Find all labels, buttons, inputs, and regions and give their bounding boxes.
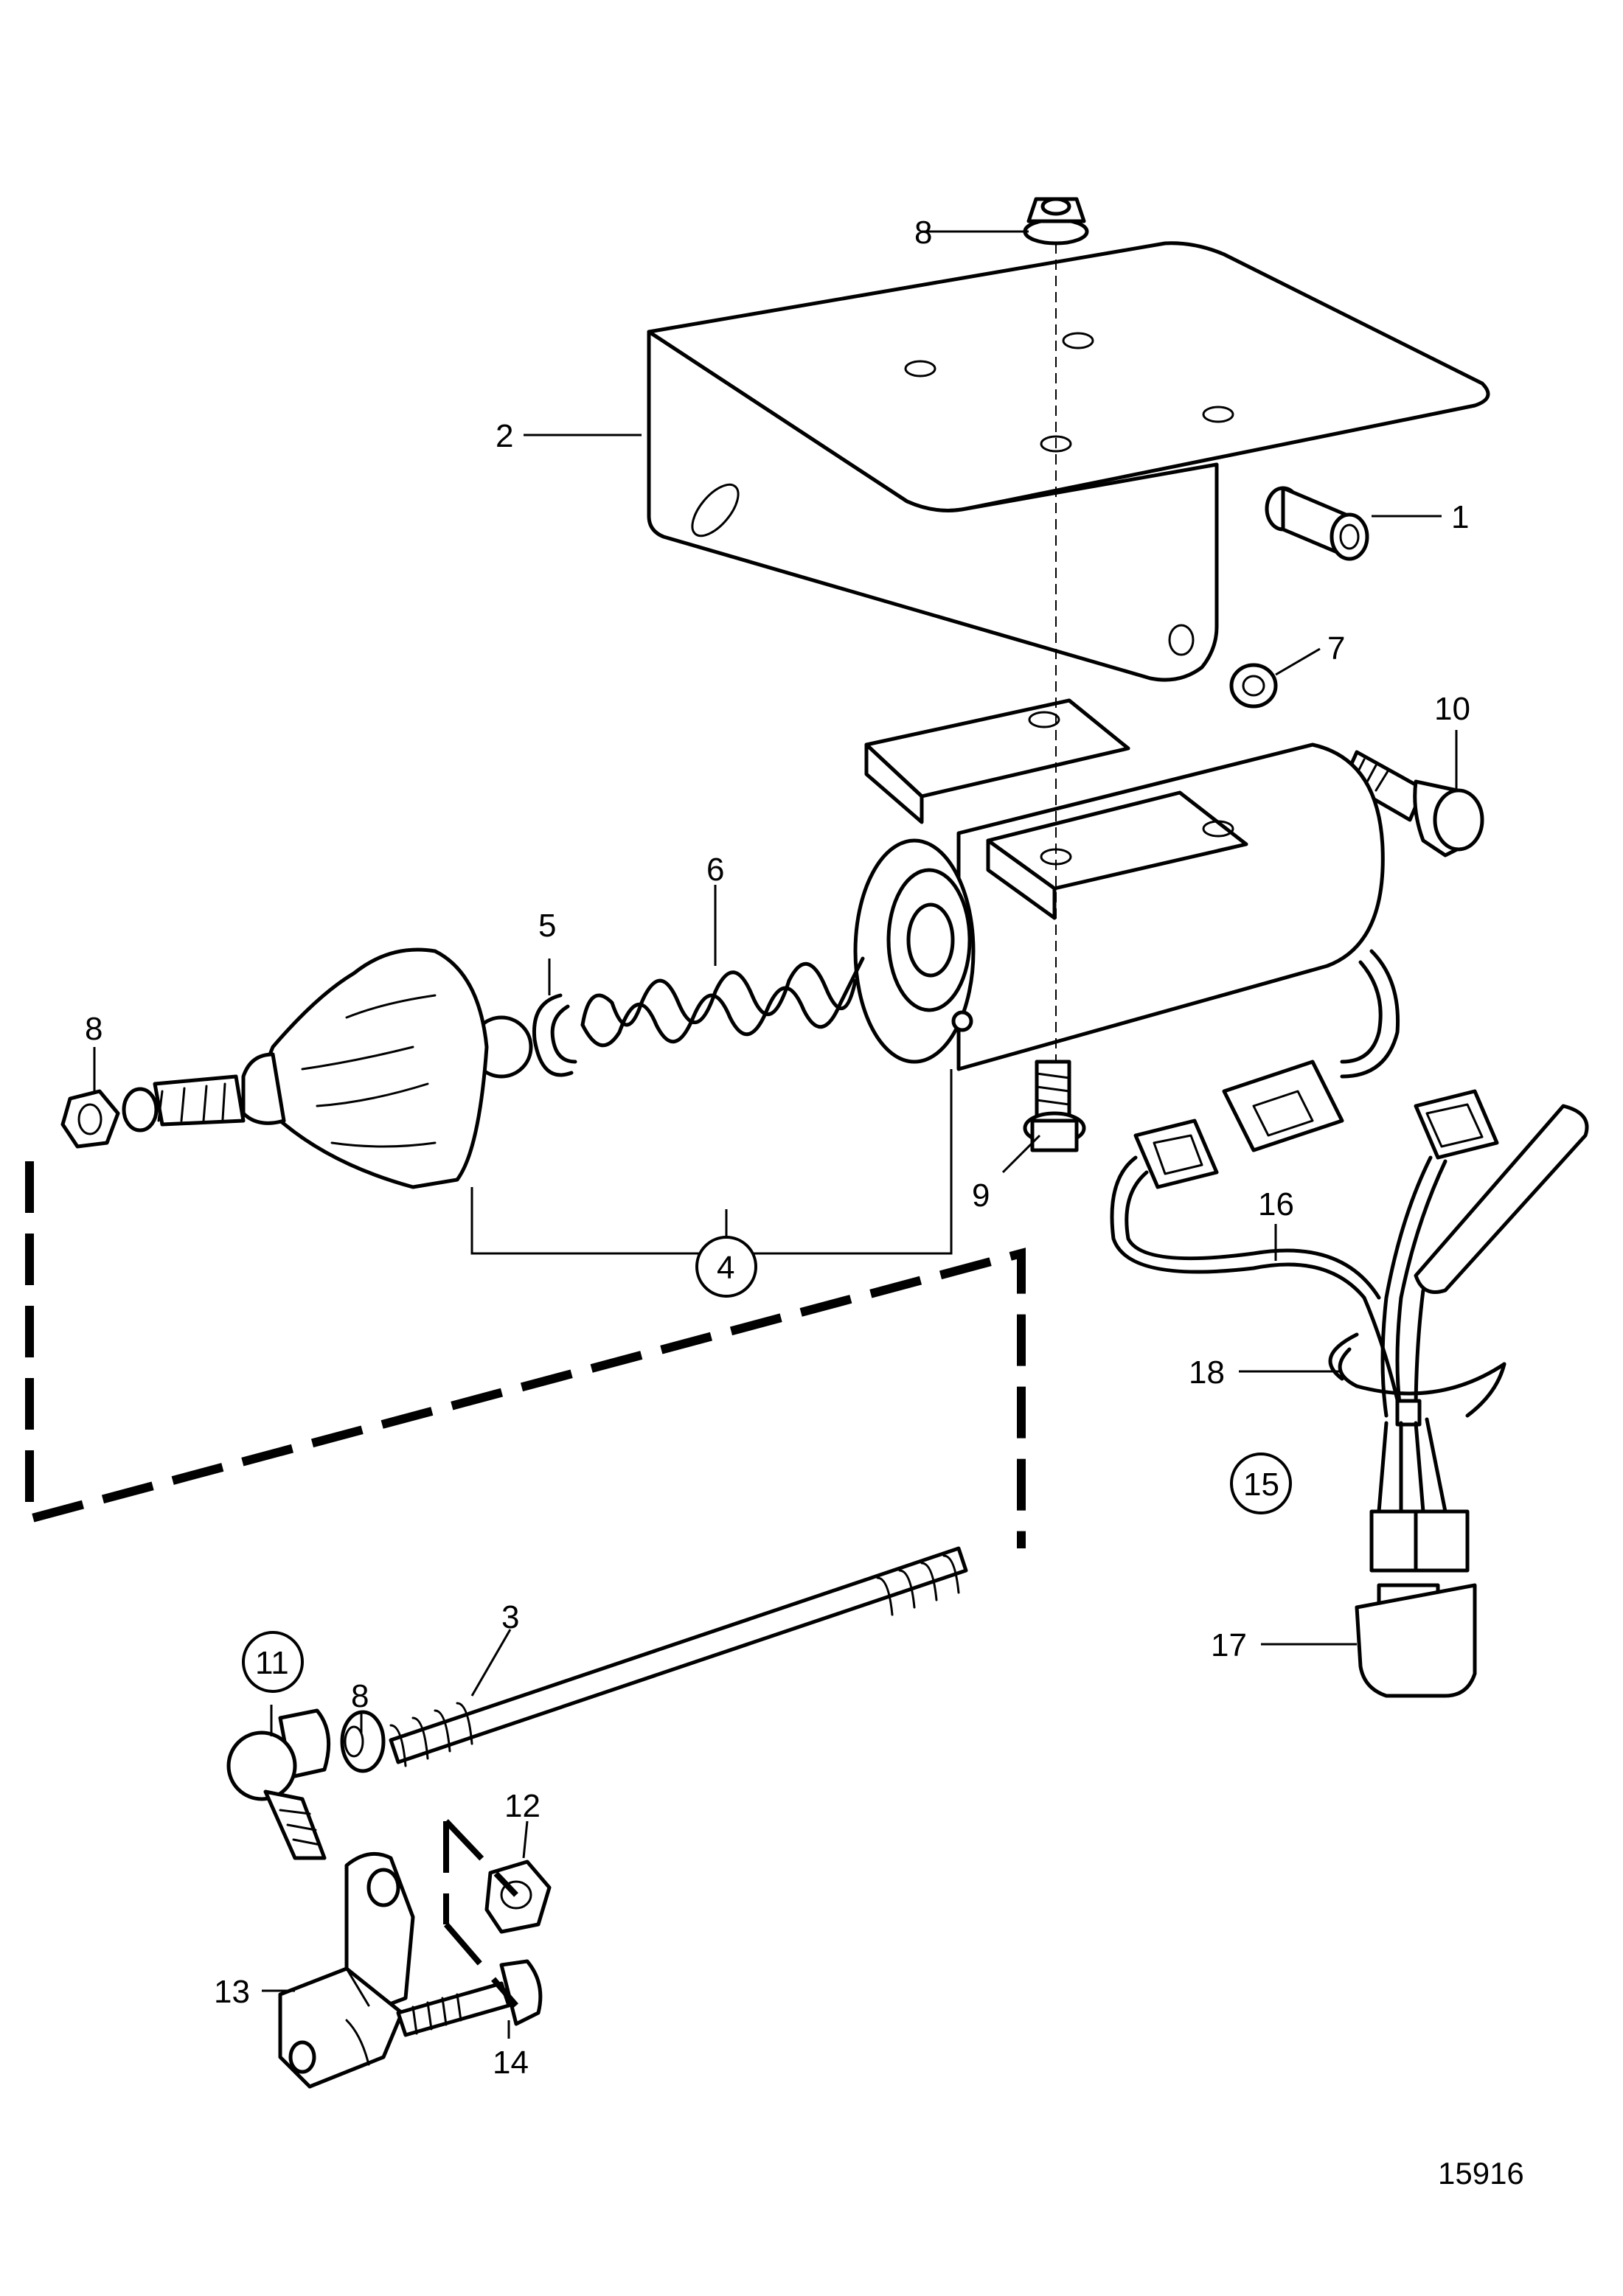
callout-labels: 1 2 3 4 5 6 7 8 8 8 9 10 11 12 13 14 15 … [85, 215, 1470, 2081]
callout-3: 3 [501, 1599, 519, 1635]
callout-9: 9 [972, 1177, 990, 1214]
group-bracket-4 [470, 1069, 953, 1255]
callout-4: 4 [717, 1250, 734, 1286]
push-rod [389, 1546, 968, 1767]
callout-7: 7 [1327, 630, 1345, 667]
solenoid-cable-connector [1222, 949, 1400, 1152]
washer [1229, 663, 1278, 709]
lever-arm [278, 1851, 415, 2089]
callout-5: 5 [538, 908, 556, 944]
dashed-linkage-line [25, 1161, 1026, 1548]
circlip [532, 993, 577, 1077]
callout-2: 2 [496, 418, 513, 454]
nut-left [60, 1089, 120, 1149]
callout-15: 15 [1243, 1467, 1279, 1503]
callout-8-top: 8 [914, 215, 932, 251]
callout-8-left: 8 [85, 1011, 102, 1047]
lock-nut [484, 1860, 552, 1934]
callout-1: 1 [1451, 499, 1469, 535]
leader-lines [93, 230, 1458, 2039]
callout-15-circle [1230, 1453, 1292, 1514]
callout-13: 13 [214, 1974, 250, 2010]
callout-10: 10 [1434, 691, 1470, 727]
callout-14: 14 [493, 2045, 529, 2081]
callout-11: 11 [255, 1645, 289, 1681]
callout-8-rod: 8 [351, 1678, 369, 1714]
wiring-harness [1110, 1089, 1589, 1698]
figure-number: 15916 [1438, 2156, 1524, 2191]
nut-top [1023, 197, 1089, 246]
diaphragm-housing [122, 947, 533, 1189]
callout-12: 12 [504, 1788, 541, 1824]
callout-16: 16 [1258, 1186, 1294, 1222]
callout-18: 18 [1189, 1354, 1225, 1391]
dashed-lever-line [443, 1819, 519, 2008]
callout-4-circle [695, 1236, 757, 1298]
callout-17: 17 [1211, 1627, 1247, 1663]
flange-bolt [1023, 1060, 1086, 1152]
compression-spring [580, 956, 865, 1048]
callout-6: 6 [706, 852, 724, 888]
lever-bolt [396, 1959, 543, 2037]
nut-rod [340, 1710, 386, 1773]
mounting-bracket [647, 241, 1490, 682]
callout-11-circle [242, 1631, 304, 1693]
spacer-sleeve [1265, 486, 1369, 561]
solenoid-actuator [853, 698, 1385, 1071]
hex-bolt [1341, 750, 1484, 857]
ball-joint [226, 1708, 331, 1860]
